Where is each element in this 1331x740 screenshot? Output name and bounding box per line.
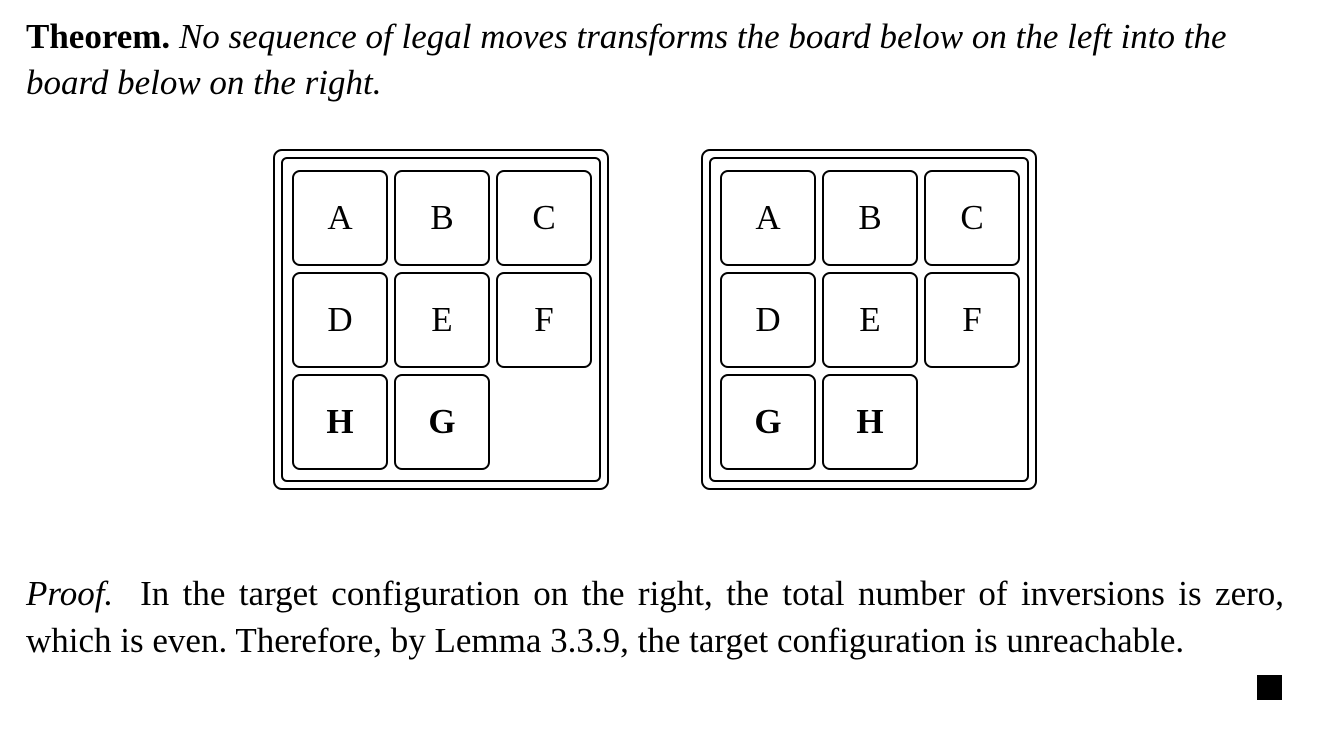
tile: D [720, 272, 816, 368]
proof-text: In the target configuration on the right… [26, 574, 1285, 660]
puzzle-board-right: A B C D E F G H [701, 149, 1037, 490]
tile: B [394, 170, 490, 266]
tile-highlighted: H [292, 374, 388, 470]
tile: D [292, 272, 388, 368]
qed-square-icon [1257, 675, 1282, 700]
board-inner-frame [281, 157, 601, 482]
tile: A [720, 170, 816, 266]
theorem-heading: Theorem. [26, 17, 171, 56]
tile: F [496, 272, 592, 368]
tile: E [822, 272, 918, 368]
tile: C [924, 170, 1020, 266]
proof-label: Proof. [26, 574, 114, 613]
board-inner-frame [709, 157, 1029, 482]
tile: B [822, 170, 918, 266]
tile: A [292, 170, 388, 266]
proof: Proof. In the target configuration on th… [26, 570, 1284, 664]
tile: C [496, 170, 592, 266]
tile-highlighted: G [720, 374, 816, 470]
tile-highlighted: G [394, 374, 490, 470]
tile-highlighted: H [822, 374, 918, 470]
tile: E [394, 272, 490, 368]
tile: F [924, 272, 1020, 368]
theorem: Theorem. No sequence of legal moves tran… [26, 14, 1284, 106]
puzzle-board-left: A B C D E F H G [273, 149, 609, 490]
theorem-statement: No sequence of legal moves transforms th… [26, 17, 1227, 102]
